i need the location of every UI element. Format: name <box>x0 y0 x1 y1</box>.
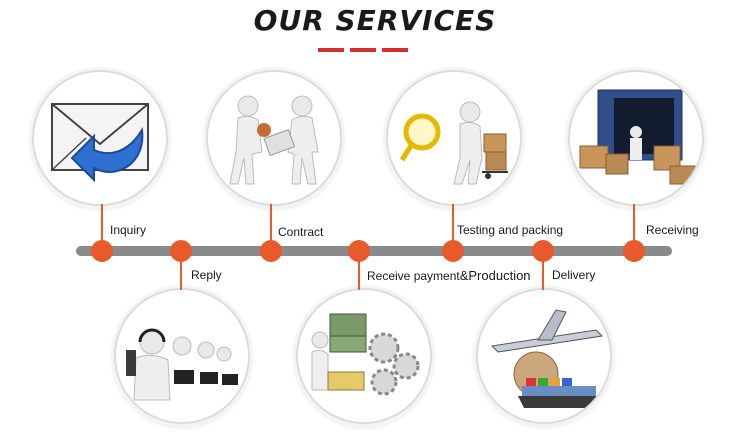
node-testing <box>442 240 464 262</box>
node-reply <box>170 240 192 262</box>
payment-stem <box>358 260 360 290</box>
label-contract: Contract <box>278 225 323 239</box>
receiving-stem <box>633 204 635 242</box>
label-payment: Receive payment&Production <box>367 268 531 283</box>
timeline-bar <box>76 246 672 256</box>
node-payment <box>348 240 370 262</box>
label-testing: Testing and packing <box>457 223 563 237</box>
handshake-contract-icon <box>208 72 340 204</box>
inquiry-illustration <box>32 70 168 206</box>
magnifier-boxes-icon <box>388 72 520 204</box>
node-contract <box>260 240 282 262</box>
container-boxes-icon <box>570 72 702 204</box>
label-delivery: Delivery <box>552 268 595 282</box>
label-receiving: Receiving <box>646 223 699 237</box>
label-payment-extra: &Production <box>460 268 531 283</box>
payment-production-illustration <box>296 288 432 424</box>
plane-ship-globe-icon <box>478 290 610 422</box>
page-title: OUR SERVICES <box>0 4 750 37</box>
testing-stem <box>452 204 454 242</box>
contract-stem <box>270 204 272 242</box>
receiving-illustration <box>568 70 704 206</box>
node-receiving <box>623 240 645 262</box>
label-reply: Reply <box>191 268 222 282</box>
testing-illustration <box>386 70 522 206</box>
money-gears-icon <box>298 290 430 422</box>
node-inquiry <box>91 240 113 262</box>
envelope-reply-icon <box>34 72 166 204</box>
label-payment-main: Receive payment <box>367 269 460 283</box>
reply-stem <box>180 260 182 290</box>
delivery-stem <box>542 260 544 290</box>
contract-illustration <box>206 70 342 206</box>
inquiry-stem <box>101 204 103 242</box>
reply-illustration <box>114 288 250 424</box>
label-inquiry: Inquiry <box>110 223 146 237</box>
delivery-illustration <box>476 288 612 424</box>
node-delivery <box>532 240 554 262</box>
call-center-icon <box>116 290 248 422</box>
